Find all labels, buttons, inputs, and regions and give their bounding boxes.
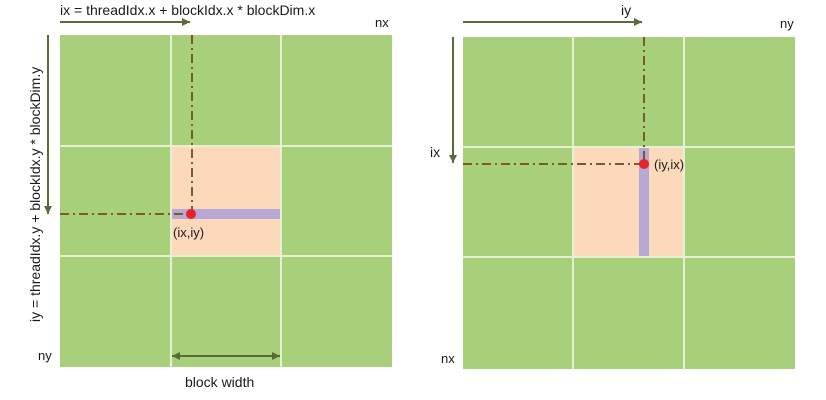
right-nx-label: nx (441, 351, 455, 366)
left-matrix: (ix,iy) ix = threadIdx.x + blockIdx.x * … (27, 2, 392, 390)
left-ny-label: ny (38, 348, 52, 363)
right-highlight-block (573, 147, 684, 257)
left-ix-formula: ix = threadIdx.x + blockIdx.x * blockDim… (60, 2, 315, 18)
right-point-marker (639, 159, 649, 169)
left-grid-lines (60, 35, 392, 367)
left-thread-row-strip (171, 209, 281, 219)
right-matrix: (iy,ix) iy ny ix nx (430, 2, 795, 369)
right-ny-label: ny (780, 16, 794, 31)
right-ix-label: ix (430, 144, 440, 160)
right-point-label: (iy,ix) (654, 157, 684, 172)
left-block-width-label: block width (185, 374, 254, 390)
left-nx-label: nx (375, 15, 389, 30)
left-point-marker (186, 209, 196, 219)
right-thread-column-strip (639, 147, 649, 257)
left-highlight-block (171, 146, 281, 256)
left-iy-formula: iy = threadIdx.y + blockIdx.y * blockDim… (27, 67, 43, 322)
right-iy-label: iy (621, 2, 631, 18)
left-point-label: (ix,iy) (173, 225, 204, 240)
right-grid-lines (463, 37, 795, 369)
